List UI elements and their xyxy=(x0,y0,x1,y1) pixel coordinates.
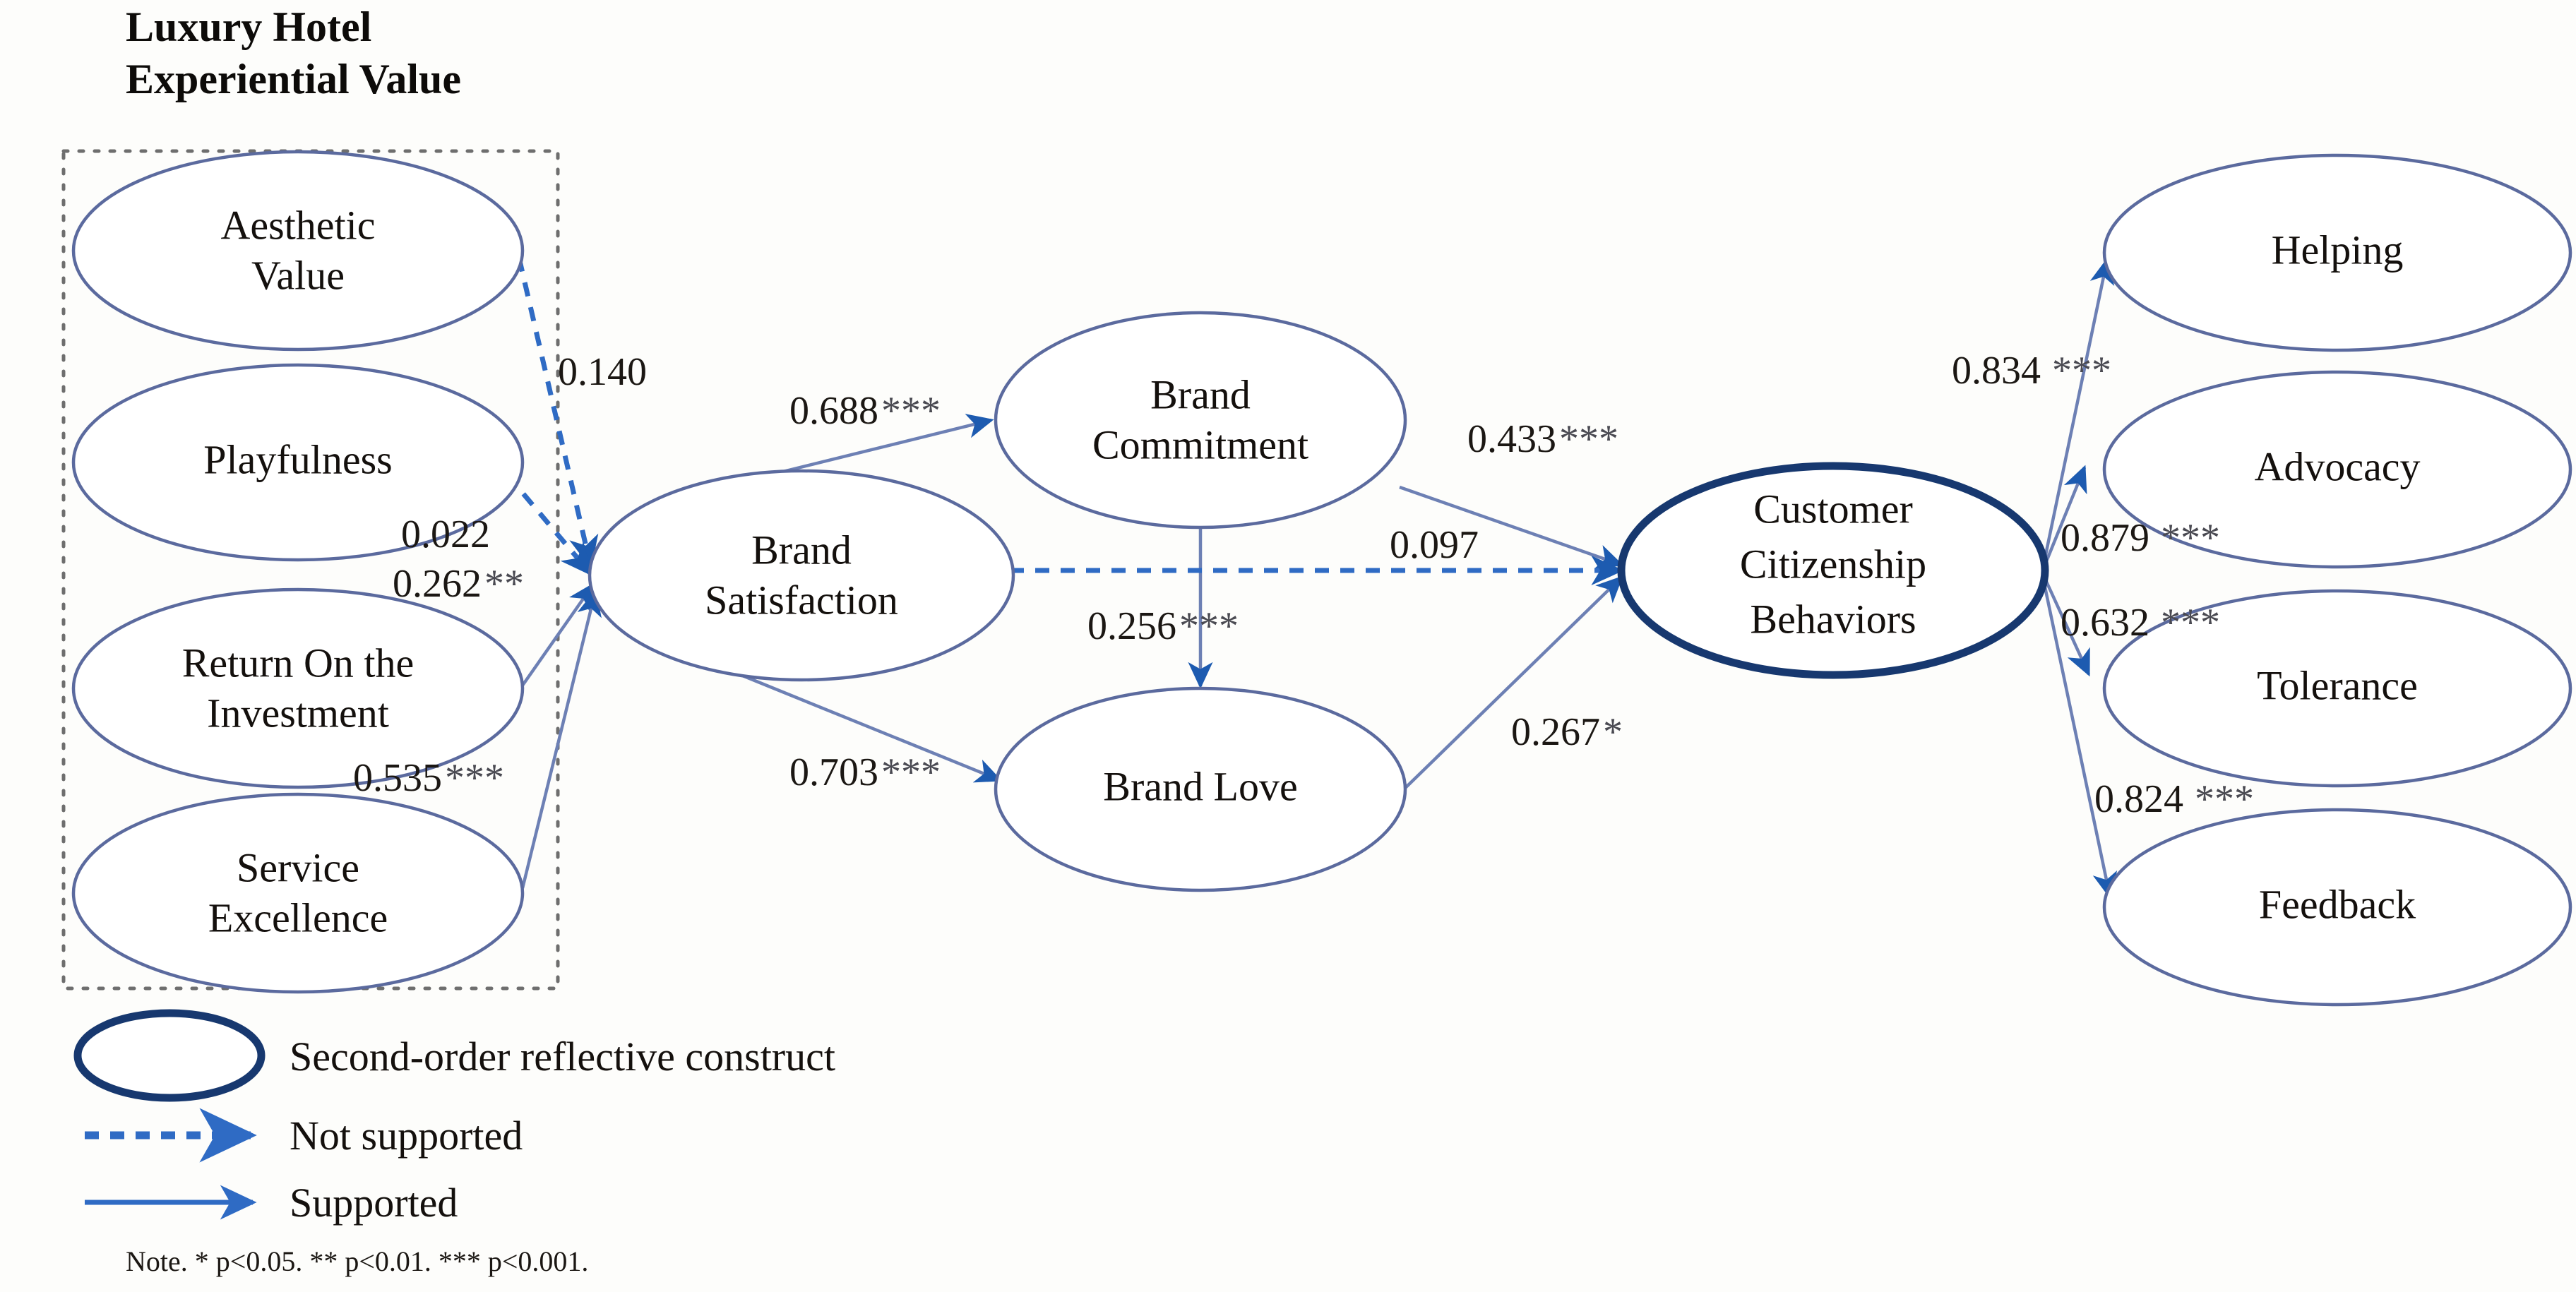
node-label-brand-commitment-line2: Commitment xyxy=(1092,421,1308,467)
node-label-advocacy: Advocacy xyxy=(2254,443,2420,489)
node-label-brand-love: Brand Love xyxy=(1103,763,1297,809)
coef-ccb-to-tolerance: 0.632*** xyxy=(2061,601,2220,645)
node-customer-citizenship-behaviors[interactable]: Customer Citizenship Behaviors xyxy=(1617,462,2049,679)
path-service-excellence-to-brand-satisfaction xyxy=(520,589,602,889)
path-brand-satisfaction-to-brand-love xyxy=(721,665,1003,783)
node-brand-love[interactable]: Brand Love xyxy=(994,686,1407,892)
node-tolerance[interactable]: Tolerance xyxy=(2102,589,2572,788)
coef-brand-satisfaction-to-brand-commitment: 0.688*** xyxy=(789,389,941,433)
legend-item-second-order: Second-order reflective construct xyxy=(73,1009,835,1102)
coef-brand-love-to-ccb: 0.267* xyxy=(1511,710,1623,754)
legend-label-second-order: Second-order reflective construct xyxy=(290,1034,835,1079)
path-playfulness-to-brand-satisfaction xyxy=(505,472,593,577)
coef-playfulness-to-brand-satisfaction: 0.022 xyxy=(401,513,490,556)
node-brand-satisfaction[interactable]: Brand Satisfaction xyxy=(588,469,1015,682)
node-aesthetic-value[interactable]: Aesthetic Value xyxy=(71,150,525,352)
path-brand-love-to-ccb xyxy=(1401,575,1623,792)
coef-ccb-to-advocacy: 0.879*** xyxy=(2061,516,2220,560)
coef-return-on-investment-to-brand-satisfaction: 0.262** xyxy=(393,562,524,606)
path-brand-commitment-to-ccb xyxy=(1399,485,1624,569)
node-label-brand-commitment-line1: Brand xyxy=(1150,371,1251,417)
node-label-service-excellence-line2: Excellence xyxy=(208,895,388,940)
path-ccb-to-helping xyxy=(2041,257,2115,566)
coef-aesthetic-value-to-brand-satisfaction: 0.140 xyxy=(558,350,647,394)
node-advocacy[interactable]: Advocacy xyxy=(2102,370,2572,569)
node-label-aesthetic-value-line2: Value xyxy=(251,252,345,298)
node-label-service-excellence-line1: Service xyxy=(237,844,359,890)
path-ccb-to-feedback xyxy=(2041,580,2118,899)
node-label-aesthetic-value-line1: Aesthetic xyxy=(220,202,375,248)
legend-item-supported: Supported xyxy=(85,1180,458,1226)
legend-label-not-supported: Not supported xyxy=(290,1113,523,1159)
path-aesthetic-value-to-brand-satisfaction xyxy=(516,257,599,569)
coef-service-excellence-to-brand-satisfaction: 0.535*** xyxy=(353,756,504,800)
node-label-ccb-line2: Citizenship xyxy=(1740,541,1926,587)
node-label-ccb-line1: Customer xyxy=(1753,486,1913,532)
legend-item-not-supported: Not supported xyxy=(85,1108,523,1163)
coef-ccb-to-feedback: 0.824*** xyxy=(2094,777,2254,821)
coef-ccb-to-helping: 0.834*** xyxy=(1952,349,2111,393)
coef-brand-satisfaction-to-brand-love: 0.703*** xyxy=(789,750,941,794)
page-title-line2: Experiential Value xyxy=(126,56,461,102)
coef-brand-satisfaction-to-ccb: 0.097 xyxy=(1390,523,1479,567)
node-label-return-on-investment-line2: Investment xyxy=(207,690,389,736)
node-label-return-on-investment-line1: Return On the xyxy=(182,640,415,686)
node-label-playfulness: Playfulness xyxy=(203,436,392,482)
coef-brand-commitment-to-ccb: 0.433*** xyxy=(1467,417,1618,461)
node-label-tolerance: Tolerance xyxy=(2257,662,2418,708)
node-label-feedback: Feedback xyxy=(2259,881,2416,927)
legend-second-order-ellipse-icon xyxy=(73,1009,266,1102)
node-helping[interactable]: Helping xyxy=(2102,153,2572,352)
node-label-ccb-line3: Behaviors xyxy=(1750,596,1916,642)
node-label-brand-satisfaction-line2: Satisfaction xyxy=(705,577,898,623)
node-label-helping: Helping xyxy=(2272,227,2404,273)
path-return-on-investment-to-brand-satisfaction xyxy=(514,582,595,697)
path-ccb-to-tolerance xyxy=(2041,575,2091,677)
path-ccb-to-advocacy xyxy=(2041,465,2087,569)
node-service-excellence[interactable]: Service Excellence xyxy=(71,792,525,994)
node-feedback[interactable]: Feedback xyxy=(2102,808,2572,1007)
node-label-brand-satisfaction-line1: Brand xyxy=(751,527,852,573)
node-playfulness[interactable]: Playfulness xyxy=(71,363,525,562)
legend-label-supported: Supported xyxy=(290,1180,458,1226)
significance-note: Note. * p<0.05. ** p<0.01. *** p<0.001. xyxy=(126,1245,588,1277)
page-title-line1: Luxury Hotel xyxy=(126,4,371,50)
node-brand-commitment[interactable]: Brand Commitment xyxy=(994,311,1407,530)
node-return-on-investment[interactable]: Return On the Investment xyxy=(71,587,525,789)
coef-brand-commitment-to-brand-love: 0.256*** xyxy=(1087,604,1239,648)
